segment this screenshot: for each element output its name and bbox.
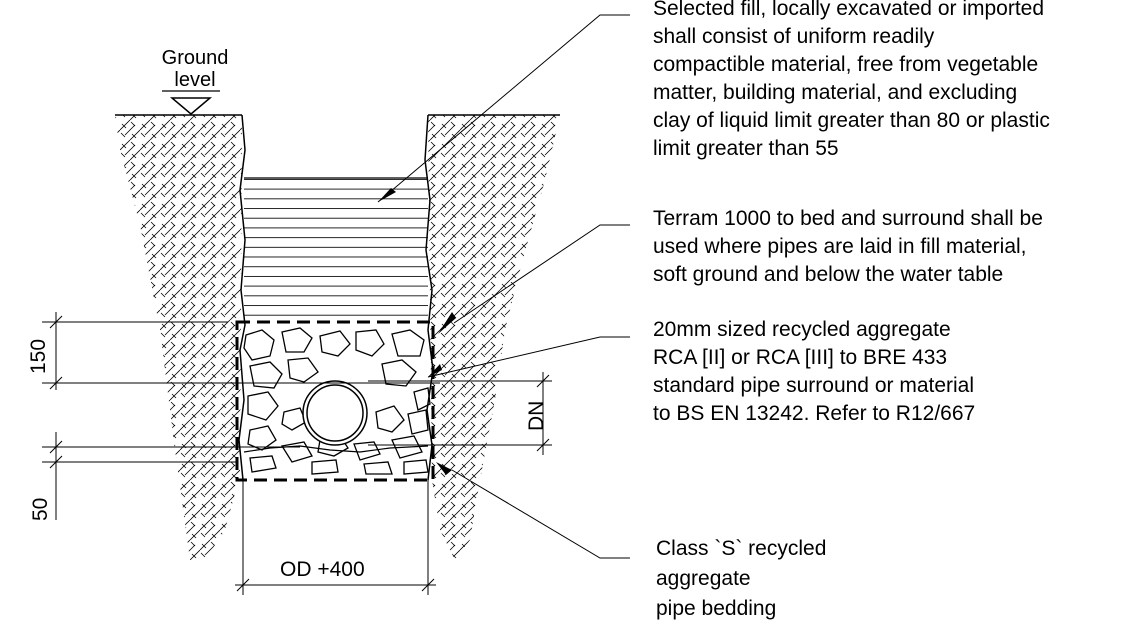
soil-hatch-right xyxy=(428,115,560,560)
dimension-dn xyxy=(368,372,552,455)
terram-geotextile xyxy=(235,320,435,482)
note-terram: Terram 1000 to bed and surround shall be… xyxy=(653,205,1043,289)
dimension-50-label: 50 xyxy=(29,497,52,521)
pipe-inner xyxy=(306,384,364,442)
aggregate-stones xyxy=(243,327,431,475)
dimension-od xyxy=(235,480,436,595)
ground-level-label: Ground xyxy=(161,47,229,69)
dimension-dn-label: DN xyxy=(525,400,548,431)
note-line: Class `S` recycled xyxy=(656,537,827,560)
leader-lines xyxy=(377,14,630,559)
note-aggregate: 20mm sized recycled aggregate RCA [II] o… xyxy=(653,316,975,428)
note-line: Terram 1000 to bed and surround shall be xyxy=(653,207,1043,230)
leader-arrowheads xyxy=(378,188,456,475)
trench-wall-left xyxy=(238,114,246,481)
note-line: matter, building material, and excluding xyxy=(653,81,1018,104)
note-line: aggregate xyxy=(656,567,751,590)
note-line: clay of liquid limit greater than 80 or … xyxy=(653,109,1050,132)
note-line: 20mm sized recycled aggregate xyxy=(653,318,951,341)
dimension-od-label: OD +400 xyxy=(280,558,365,581)
note-line: Selected fill, locally excavated or impo… xyxy=(653,0,1045,20)
soil-hatch-left xyxy=(115,115,242,560)
note-line: pipe bedding xyxy=(656,597,777,620)
note-line: RCA [II] or RCA [III] to BRE 433 xyxy=(653,346,948,369)
note-line: compactible material, free from vegetabl… xyxy=(653,53,1039,76)
note-line: shall consist of uniform readily xyxy=(653,25,935,48)
dimension-150-label: 150 xyxy=(27,338,50,374)
note-line: to BS EN 13242. Refer to R12/667 xyxy=(653,402,976,425)
ground-level-triangle-icon xyxy=(169,97,213,115)
dimension-50 xyxy=(42,432,300,520)
note-line: used where pipes are laid in fill materi… xyxy=(653,235,1027,258)
dimension-150 xyxy=(42,312,440,390)
note-selected-fill: Selected fill, locally excavated or impo… xyxy=(653,0,1050,163)
bedding-boundary xyxy=(243,445,429,453)
note-line: limit greater than 55 xyxy=(653,137,839,160)
note-line: soft ground and below the water table xyxy=(653,263,1004,286)
note-line: standard pipe surround or material xyxy=(653,374,975,397)
selected-fill-zone xyxy=(244,178,428,323)
note-pipe-bedding: Class `S` recycled aggregate pipe beddin… xyxy=(656,534,826,624)
ground-level-label-2: level xyxy=(174,69,216,91)
